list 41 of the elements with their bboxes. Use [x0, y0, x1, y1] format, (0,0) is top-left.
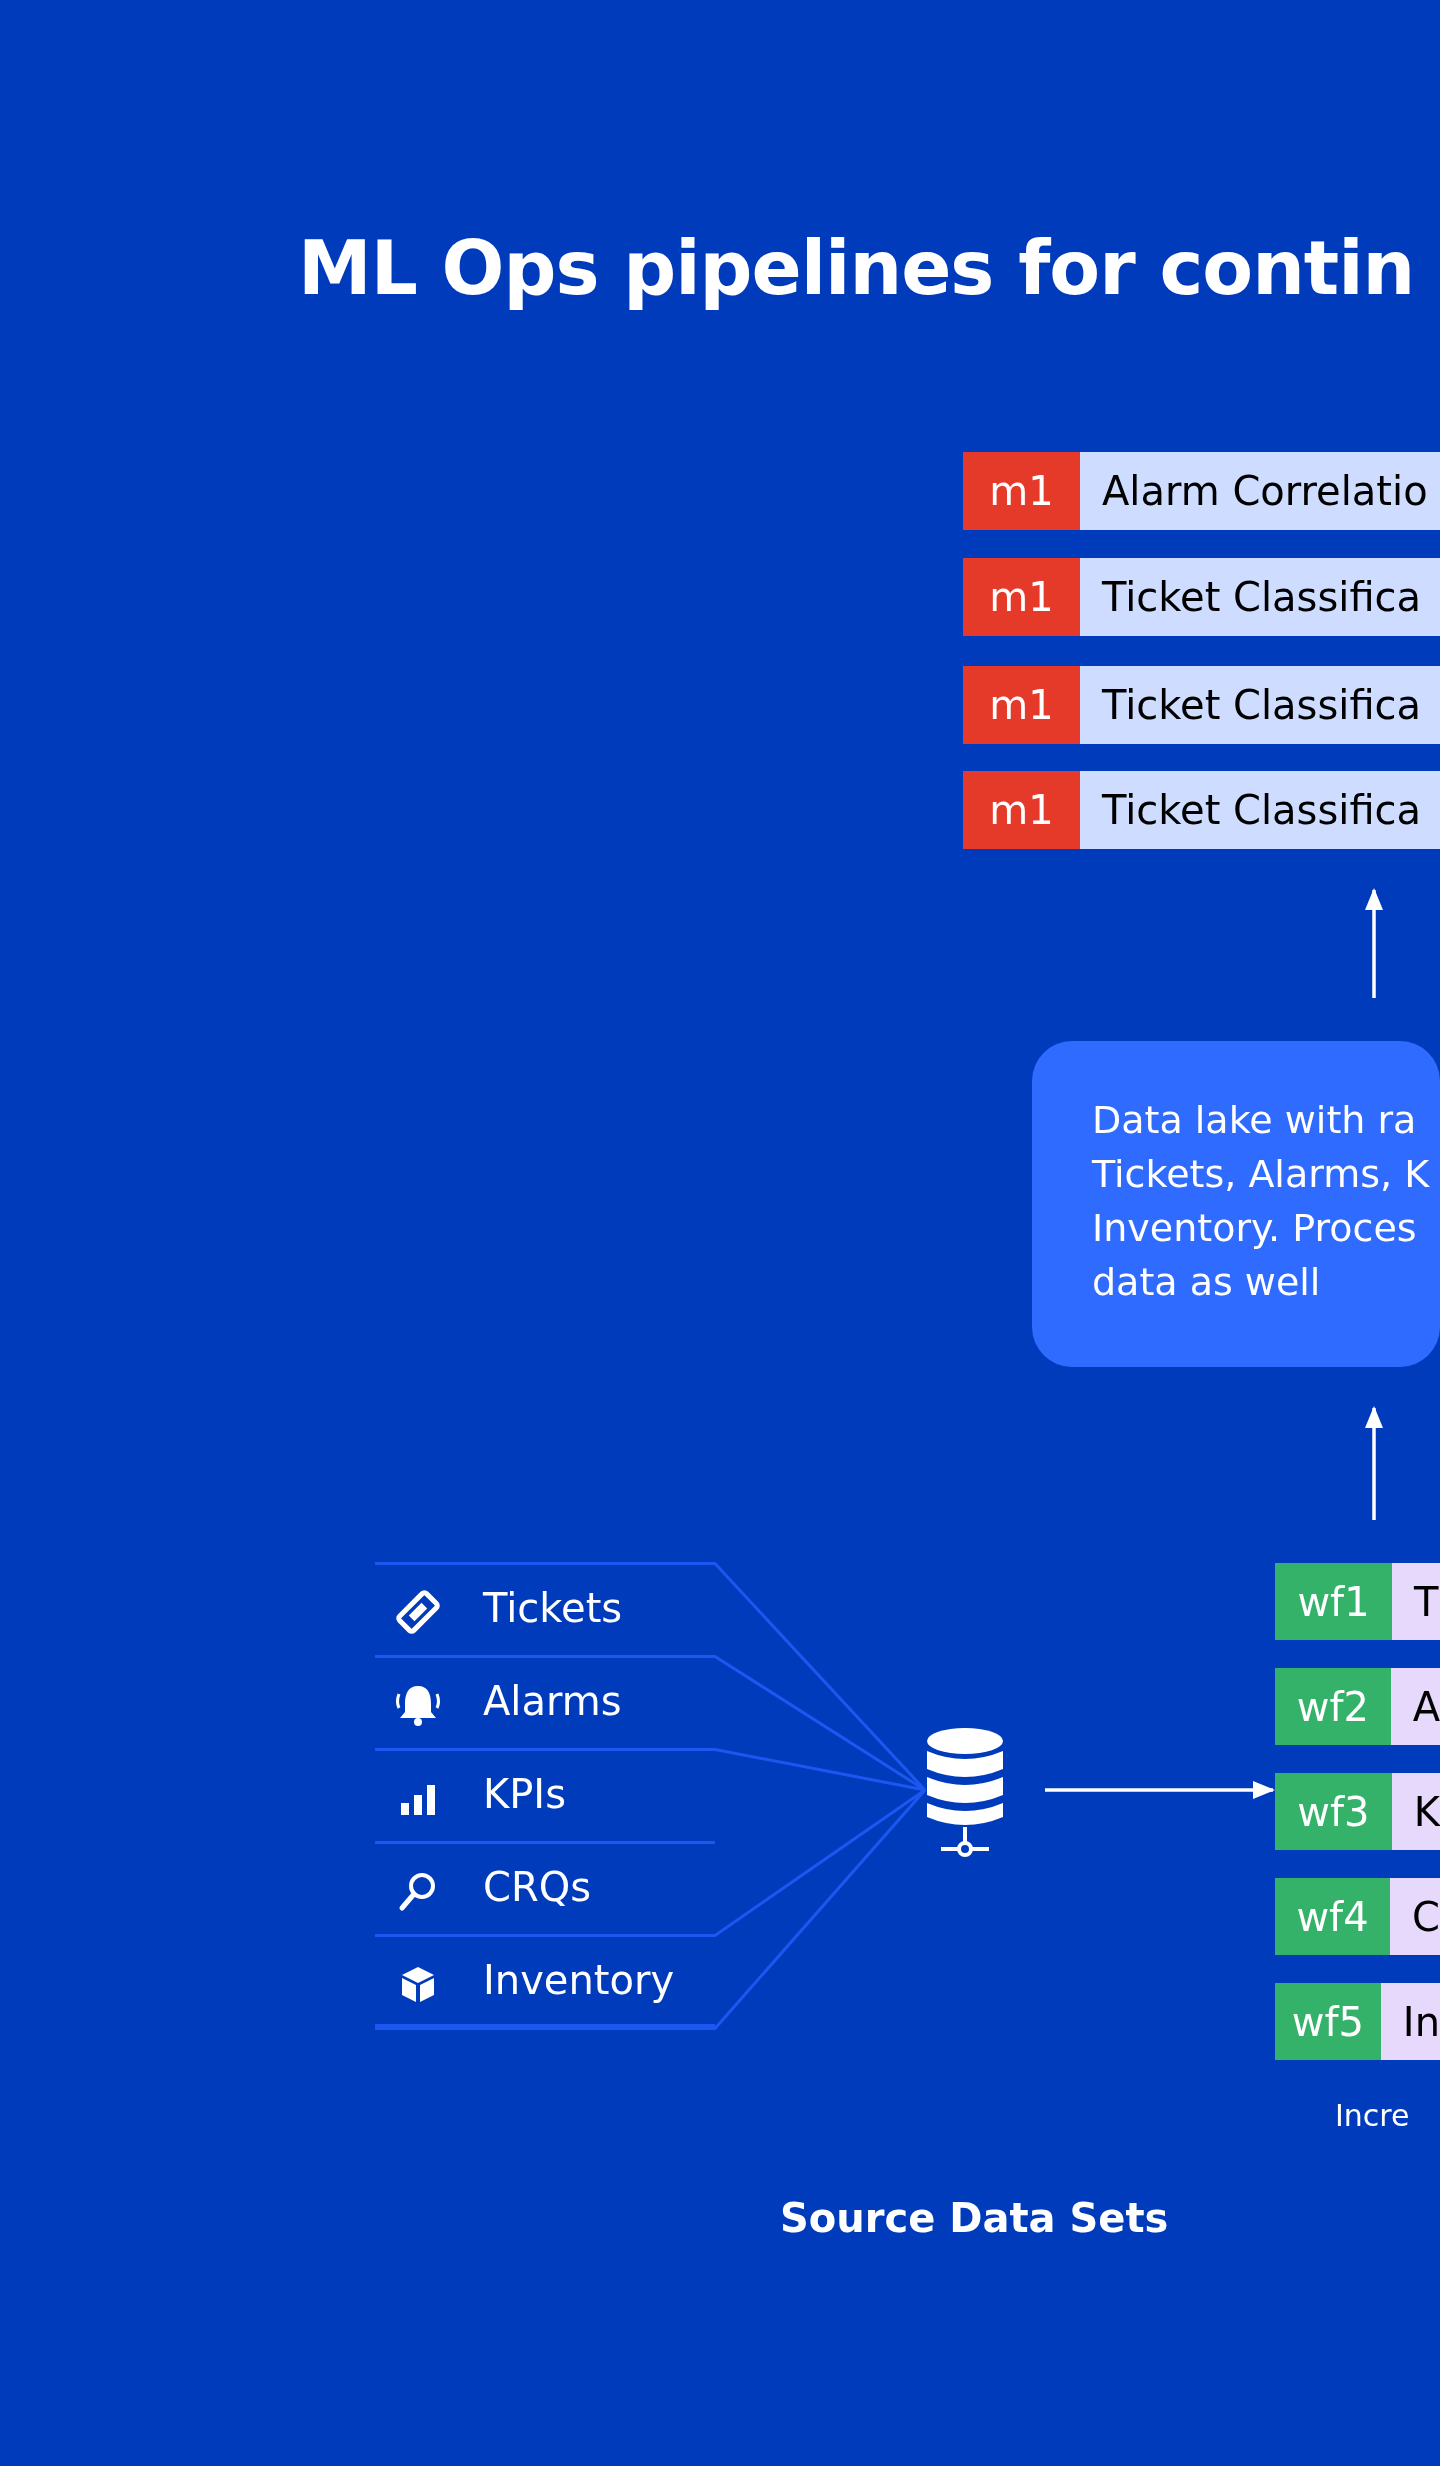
source-label: Tickets — [483, 1585, 623, 1631]
workflow-row — [1275, 1878, 1440, 1955]
data-lake-text: Data lake with ra Tickets, Alarms, K Inventory. Proces data as well — [1092, 1097, 1431, 1306]
arrow — [1365, 1406, 1383, 1520]
connector-line — [375, 1789, 927, 2030]
source-label: KPIs — [483, 1771, 566, 1817]
database-icon — [925, 1727, 1005, 1857]
model-name: Ticket Classifica — [1080, 558, 1440, 636]
workflow-tag: wf2 — [1275, 1668, 1391, 1745]
workflow-name: T — [1392, 1563, 1440, 1640]
workflow-name: C — [1390, 1878, 1440, 1955]
model-row — [963, 558, 1440, 636]
model-name: Ticket Classifica — [1080, 771, 1440, 849]
source-label: CRQs — [483, 1864, 592, 1910]
model-name: Alarm Correlatio — [1080, 452, 1440, 530]
model-tag: m1 — [963, 771, 1080, 849]
diagram-title: ML Ops pipelines for contin — [298, 225, 1415, 311]
model-row — [963, 452, 1440, 530]
model-tag: m1 — [963, 452, 1080, 530]
workflow-row — [1275, 1563, 1440, 1640]
model-tag: m1 — [963, 666, 1080, 744]
model-row — [963, 666, 1440, 744]
arrow — [1045, 1781, 1275, 1799]
workflow-tag: wf3 — [1275, 1773, 1392, 1850]
workflow-name: A — [1390, 1668, 1440, 1745]
section-label: Source Data Sets — [780, 2195, 1169, 2241]
source-label: Alarms — [483, 1678, 622, 1724]
workflow-tag: wf5 — [1275, 1983, 1381, 2060]
model-name: Ticket Classifica — [1080, 666, 1440, 744]
model-tag: m1 — [963, 558, 1080, 636]
data-lake-box — [1032, 1041, 1440, 1367]
workflow-name: In — [1380, 1983, 1440, 2060]
section-label: Incre — [1335, 2098, 1410, 2133]
source-label: Inventory — [483, 1957, 675, 2003]
workflow-tag: wf1 — [1275, 1563, 1392, 1640]
arrow — [1365, 888, 1383, 998]
workflow-tag: wf4 — [1275, 1878, 1391, 1955]
workflow-row — [1275, 1983, 1440, 2060]
workflow-row — [1275, 1668, 1440, 1745]
model-row — [963, 771, 1440, 849]
workflow-row — [1275, 1773, 1440, 1850]
